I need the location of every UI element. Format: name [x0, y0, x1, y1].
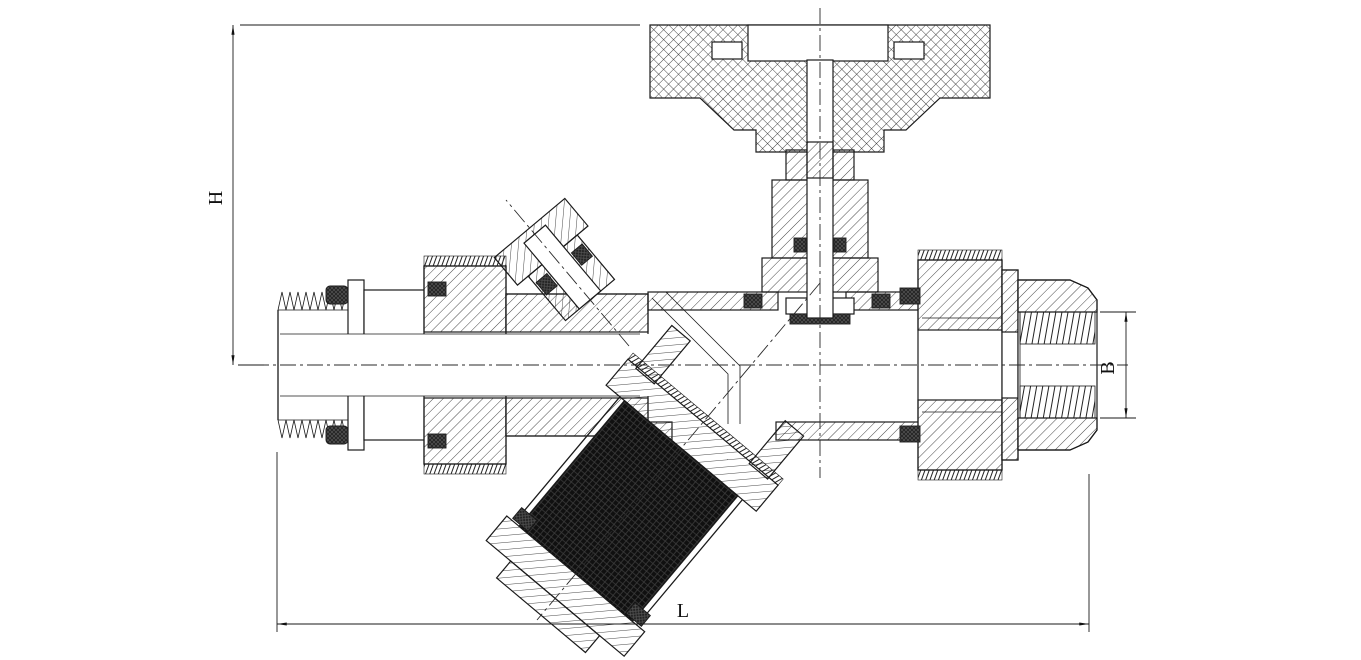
stem-seal-left	[793, 237, 807, 253]
dimension-b: B	[1097, 311, 1136, 419]
right-fitting-wall-bottom	[1017, 417, 1098, 451]
plug-seal-right	[570, 243, 594, 266]
gasket-top-left	[325, 285, 349, 305]
dimension-h: H	[205, 24, 640, 366]
strainer-cap-seal-right	[625, 602, 651, 627]
gasket-bottom-left	[325, 425, 349, 445]
handwheel-top-cavity	[747, 24, 889, 62]
strainer-housing-wall-right	[646, 499, 743, 614]
dimension-b-label: B	[1097, 361, 1119, 374]
strainer-cap-seal-left	[512, 506, 538, 532]
right-fitting-wall-top	[1017, 279, 1098, 313]
dimension-l: L	[276, 452, 1090, 632]
female-thread-bottom	[1019, 385, 1096, 419]
right-nut-wall-bottom	[917, 399, 1003, 471]
dimension-h-label: H	[205, 191, 227, 205]
handwheel-tab-left	[711, 41, 743, 60]
plug-seal-left	[535, 272, 558, 296]
right-nut-wall-top	[917, 259, 1003, 331]
centerline-strainer-axis	[536, 282, 821, 621]
strainer-housing-wall-left	[524, 396, 621, 511]
dimension-l-label: L	[677, 600, 689, 622]
knurl-bottom-left-nut	[423, 463, 507, 475]
stem-seal-right	[833, 237, 847, 253]
female-thread-top	[1019, 311, 1096, 345]
right-flange-wall-bottom	[1001, 397, 1019, 461]
seat-seal-left	[743, 293, 763, 309]
right-union-nut	[899, 249, 1003, 481]
left-nut-wall-bottom	[423, 397, 507, 465]
seat-seal-right	[871, 293, 891, 309]
left-nut-seal-bottom	[427, 433, 447, 449]
right-joint-seal-top	[899, 287, 921, 305]
handwheel-tab-right	[893, 41, 925, 60]
centerlines	[253, 8, 1128, 621]
knurl-top-right-nut	[917, 249, 1003, 261]
seat-passage-line-1	[651, 297, 729, 424]
left-nut-seal-top	[427, 281, 447, 297]
centerline-plug-axis	[505, 199, 630, 347]
right-joint-seal-bottom	[899, 425, 921, 443]
knurl-bottom-right-nut	[917, 469, 1003, 481]
left-nut-wall-top	[423, 265, 507, 333]
seat-passage-line-2	[665, 291, 741, 424]
right-flange-wall-top	[1001, 269, 1019, 333]
